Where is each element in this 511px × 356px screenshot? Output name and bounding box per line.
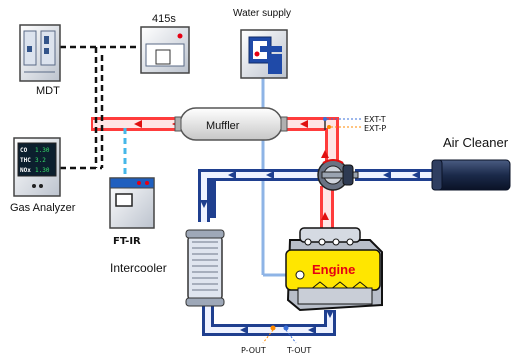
ma415-unit xyxy=(140,26,190,74)
ma415-label: 415s xyxy=(152,13,176,25)
analyzer-row-label: CO xyxy=(20,147,28,154)
t-out-label: T-OUT xyxy=(286,346,311,355)
intercooler xyxy=(185,229,225,307)
ext-p-label: EXT-P xyxy=(364,124,386,133)
ext-sensors xyxy=(323,117,361,130)
mdt-label: MDT xyxy=(36,85,60,97)
ftir-unit xyxy=(109,177,155,229)
air-cleaner xyxy=(431,159,511,191)
mdt-unit xyxy=(19,24,61,82)
analyzer-row-label: THC xyxy=(20,157,31,164)
gas-analyzer-label: Gas Analyzer xyxy=(10,202,76,214)
air-cleaner-label: Air Cleaner xyxy=(443,135,509,150)
signal-lines xyxy=(60,45,140,170)
out-sensors xyxy=(262,325,297,344)
water-supply-unit xyxy=(240,29,288,79)
intercooler-label: Intercooler xyxy=(110,261,167,275)
analyzer-screen: CO 1.30 THC 3.2 NOx 1.30 xyxy=(20,147,50,174)
analyzer-row-value: 3.2 xyxy=(35,157,46,164)
analyzer-row-label: NOx xyxy=(20,167,31,174)
gas-analyzer: CO 1.30 THC 3.2 NOx 1.30 xyxy=(13,137,61,197)
muffler-label: Muffler xyxy=(206,120,240,132)
water-supply-label: Water supply xyxy=(233,8,291,19)
p-out-label: P-OUT xyxy=(241,346,266,355)
intake-flow-arrows xyxy=(200,171,420,334)
engine-label: Engine xyxy=(312,262,355,277)
analyzer-row-value: 1.30 xyxy=(35,147,50,154)
engine xyxy=(285,227,383,312)
turbocharger xyxy=(317,159,359,191)
analyzer-row-value: 1.30 xyxy=(35,167,50,174)
ftir-label: FT-IR xyxy=(113,236,141,247)
muffler xyxy=(174,107,288,141)
ext-t-label: EXT-T xyxy=(364,115,386,124)
